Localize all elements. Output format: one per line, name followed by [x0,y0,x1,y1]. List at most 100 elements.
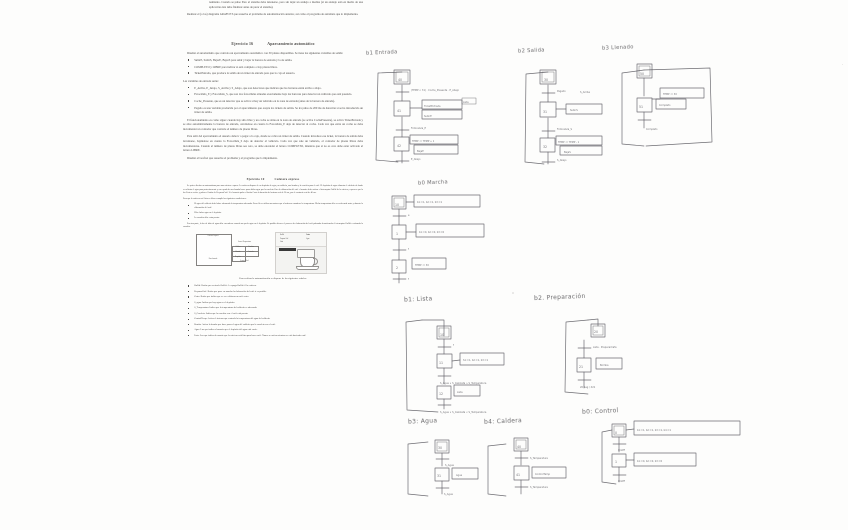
grafcet-step-number: 30 [438,446,442,450]
grafcet-step-number: 40 [398,78,402,82]
grafcet-transition-label: S_Temperatura [530,457,548,460]
block-diagram-foot: Panel mando [208,258,218,260]
intro-paragraph-2: Realizar el (o los) diagrama GRAFCET que… [187,12,359,16]
grafcet-step-number: 30 [544,78,548,82]
grafcet-action-label: BajaS [564,151,571,154]
grafcet-action-label: TEMP := 30 [663,93,677,96]
grafcet-action-label: SubirE [424,115,432,118]
exercise-16-intro: Diseñar el automatismo que controla un a… [187,50,344,55]
machine-spout-bar [279,247,296,252]
panel-label-agua: Agua [306,239,310,241]
grafcet-action-label: Agua [456,474,463,477]
machine-control-panel [276,232,326,247]
grafcet-step-number: 32 [543,145,547,149]
printed-text-column: namiento. Cuando se pulse Paro el sistem… [183,0,363,340]
exercise-16-title: Aparcamiento automático [267,42,315,47]
grafcet-action-label: b1:=1, b2:=1, b3:=1, b4:=1 [637,429,672,432]
scan-speck [512,292,514,294]
grafcet-transition-label: OnOff [618,449,625,452]
list-item: Lista. Luz que indica al usuario que la … [187,334,363,338]
block-item-label: Caldera [235,246,241,248]
panel-label-preparar-cafe: Preparar Café [280,239,289,241]
grafcet-diagram-b3-agua: 30 S_Agua 31 Agua S_Agua [398,432,528,507]
grafcet-step-number: 0 [615,431,617,435]
exercise-10-condition-list: El agua del calderín debe haber alcanzad… [183,203,363,220]
exercise-16-number: Ejercicio 16 [231,42,254,47]
exercise-10-figures: Cafetera Express Panel mando Caldera Bom… [183,231,363,276]
grafcet-transition-label: E_Abajo [411,158,421,161]
grafcet-step-number: 41 [516,473,520,477]
exercise-10-signal-list: OnOff. Botón que enciende OnOff=1 o apag… [183,284,363,337]
grafcet-transition-label: (TEMP < 31) · Coche_Presente · E_Abajo [411,89,460,92]
intro-paragraph-1: namiento. Cuando se pulse Paro el sistem… [209,0,363,9]
coffee-machine-photo: OnOff Corto Preparar Café Agua Lista [275,231,327,274]
list-item: Bomba. Activa la bomba que hace pasar el… [187,323,363,327]
grafcet-action-label: TEMP := TEMP - 1 [558,141,580,144]
exercise-10-conditions-lead: Para que la cafetera esté lista se deben… [183,197,247,200]
list-item: Corto. Botón que indica que se va a elab… [187,295,363,299]
block-item-label: Sensor Temperatura [237,241,252,243]
grafcet-transition-label: S_Agua ∧ S_Cazoleta ∧ S_Temperatura [440,382,487,385]
figure-caption: Para realizar la automatización se dispo… [239,277,307,281]
grafcet-transition-label: Fotocelula_S [557,128,572,131]
cup-handle [312,258,318,265]
cup-saucer [296,266,319,270]
grafcet-transition-label: Lista · PrepararCafe [593,346,617,349]
exercise-16-heading: Ejercicio 16 Aparcamiento automático [183,41,363,47]
list-item: S_agua. Indica que hay agua en el depósi… [187,301,363,305]
grafcet-step-number: 41 [397,109,401,113]
grafcet-label-b1-entrada: b1 Entrada [365,49,398,57]
grafcet-action-label: Lista [457,391,463,394]
grafcet-action-label: S1:=1, b2:=1, b3:=1 [463,359,489,362]
panel-label-onoff: OnOff [280,234,284,236]
list-item: S_Cazoleta. Indica que la cazoleta con e… [187,312,363,316]
grafcet-label-b2-salida: b2 Salida [517,47,545,55]
grafcet-label-b3-agua: b3: Agua [407,417,438,426]
grafcet-step-number: 20 [594,330,598,334]
grafcet-transition-label: Pagado [557,90,566,93]
grafcet-action-label: Completo [659,104,671,107]
list-item: S_Temperatura. Indica que la temperatura… [187,306,363,310]
grafcet-diagram-b2-preparacion: 20 Lista · PrepararCafe 21 Bomba 20 Seg … [554,310,714,405]
grafcet-action-label: TEMP := TEMP + 1 [412,140,435,143]
list-item: PrepararCafé. Botón que pone en marcha l… [187,290,363,294]
grafcet-action-label: Bomba [600,364,609,367]
grafcet-transition-label: OnOff [618,480,625,483]
grafcet-action-label: BajaE [417,150,424,153]
exercise-16-body-3: Diseñar el Grafcet que resuelve el probl… [187,155,278,160]
exercise-10-intro: Se quiere diseñar un automatismo para un… [183,185,363,194]
grafcet-action-label: b1:=0, b2:=0, b3:=0 [637,460,663,463]
block-item-label: Controles [247,251,255,253]
grafcet-transition-label: f [453,344,454,347]
block-item-label: Depósito [235,256,241,258]
grafcet-diagram-b0-marcha: 10 b1:=1, b2:=1, b3:=1 e 1 b1:=0, b2:=0,… [386,192,546,287]
exercise-10-body: Por otra parte, la luz de falta de agua … [183,222,363,228]
grafcet-step-number: 10 [440,333,444,337]
scan-speck [842,64,844,66]
grafcet-step-number: 1 [615,460,617,464]
list-item: Coche_Presente, que es un detector que s… [187,99,363,104]
grafcet-action-label: TEMP := 30 [415,264,429,267]
grafcet-step-number: 42 [397,144,401,148]
list-item: Pagado es una variable producida por el … [187,106,363,115]
exercise-16-inputs-lead: Las variables de entrada serán: [183,78,219,83]
grafcet-action-label: b1:=0, b2:=0, b3:=0 [419,231,445,234]
grafcet-step-number: 31 [437,474,441,478]
exercise-10-number: Ejercicio 10 [246,177,265,182]
grafcet-side-note: Lista [463,101,469,104]
grafcet-action-label: SubirS [570,109,578,112]
grafcet-transition-label: Fotocelula_E [411,127,426,130]
list-item: La cazoleta debe estar puesta. [187,217,363,220]
grafcet-transition-label: f [408,248,409,251]
grafcet-transition-label: e [408,214,410,217]
exercise-16-output-list: SubirE, SubirS, BajarE, BajarS para subi… [183,58,363,76]
block-item-label: Bomba [235,251,241,253]
grafcet-transition-label: S_Agua ∨ S_Cazoleta ∨ S_Temperatura [440,411,487,414]
grafcet-label-b3-llenado: b3 Llenado [601,44,634,52]
grafcet-step-number: 40 [517,445,521,449]
grafcet-step-number: 2 [396,266,398,270]
grafcet-label-b4-caldera: b4: Caldera [483,417,523,426]
grafcet-step-number: 1 [396,232,398,236]
